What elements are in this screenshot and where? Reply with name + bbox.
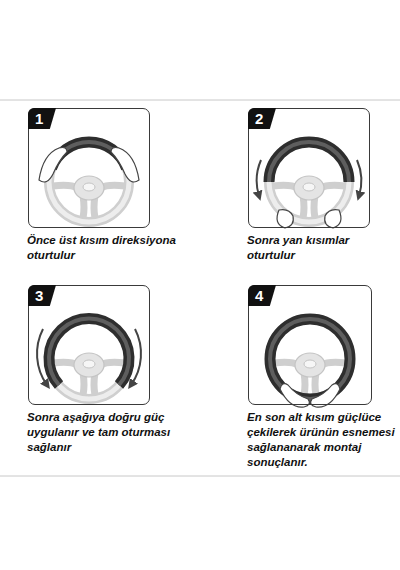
step-caption: En son alt kısım güçlüce çekilerek ürünü… xyxy=(247,410,396,470)
step-number: 3 xyxy=(28,285,56,306)
step-number: 1 xyxy=(28,108,56,129)
step-number: 2 xyxy=(248,108,276,129)
step-caption: Sonra yan kısımlar oturtulur xyxy=(247,233,395,263)
step-number: 4 xyxy=(248,285,276,306)
step-panel: 2Sonra yan kısımlar oturtulur xyxy=(248,108,370,228)
step-panel: 3Sonra aşağıya doğru güç uygulanır ve ta… xyxy=(28,285,150,405)
wheel-step-2 xyxy=(257,142,362,228)
step-panel: 4En son alt kısım güçlüce çekilerek ürün… xyxy=(248,285,372,405)
rule xyxy=(0,100,400,101)
step-caption: Önce üst kısım direksiyona oturtulur xyxy=(27,233,187,263)
step-caption: Sonra aşağıya doğru güç uygulanır ve tam… xyxy=(27,410,187,455)
step-panel: 1Önce üst kısım direksiyona oturtulur xyxy=(28,108,150,228)
wheel-step-4 xyxy=(270,319,350,407)
rule xyxy=(0,476,400,477)
wheel-step-3 xyxy=(37,319,141,399)
wheel-step-1 xyxy=(39,142,139,222)
